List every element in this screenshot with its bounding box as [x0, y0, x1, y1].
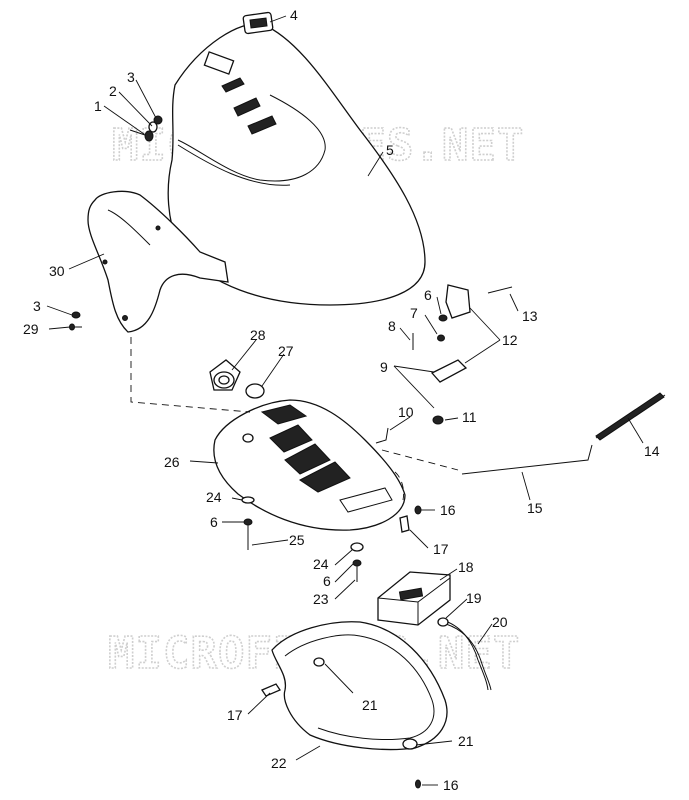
- callout-25: 25: [289, 532, 305, 548]
- box-part-18: [377, 571, 451, 626]
- callout-12: 12: [502, 332, 518, 348]
- rear-cover-part: [87, 190, 229, 333]
- callout-22: 22: [271, 755, 287, 771]
- callout-23: 23: [313, 591, 329, 607]
- assembly-line-1: [130, 337, 251, 413]
- rod-part-15: [461, 444, 593, 475]
- callout-29: 29: [23, 321, 39, 337]
- callout-21a: 21: [362, 697, 378, 713]
- bracket-part-9: [430, 359, 468, 383]
- callout-7: 7: [410, 305, 418, 321]
- fastener-part-16a: [414, 505, 422, 515]
- callout-16b: 16: [443, 777, 459, 793]
- nut-part-11: [432, 415, 444, 425]
- callout-17a: 17: [433, 541, 449, 557]
- clip-part-17b: [261, 683, 281, 697]
- callout-6a: 6: [424, 287, 432, 303]
- callout-9: 9: [380, 359, 388, 375]
- callout-labels: 1 2 3 4 5 30 3 29 28 27 26 6 7 8 9 10 11…: [23, 7, 660, 793]
- washer-part-24a: [241, 496, 255, 504]
- callout-6b: 6: [210, 514, 218, 530]
- callout-19: 19: [466, 590, 482, 606]
- hose-part-20: [437, 617, 492, 691]
- callout-24a: 24: [206, 489, 222, 505]
- washer-part-6a: [438, 314, 448, 322]
- callout-3: 3: [127, 69, 135, 85]
- callout-21b: 21: [458, 733, 474, 749]
- callout-20: 20: [492, 614, 508, 630]
- bracket-part-10: [375, 427, 389, 444]
- screw-part-13: [487, 286, 513, 294]
- callout-16a: 16: [440, 502, 456, 518]
- seat-part: [167, 22, 426, 306]
- ring-part: [245, 383, 265, 399]
- washer-part-3: [71, 311, 81, 319]
- leader-lines: [46, 15, 644, 786]
- fastener-part-16b: [415, 779, 421, 789]
- callout-4: 4: [290, 7, 298, 23]
- assembly-line-2: [381, 449, 459, 471]
- latch-clip-part: [242, 11, 274, 35]
- assembly-line-3: [394, 471, 405, 501]
- washer-part-6b: [243, 518, 253, 526]
- callout-8: 8: [388, 318, 396, 334]
- callout-14: 14: [644, 443, 660, 459]
- callout-18: 18: [458, 559, 474, 575]
- callout-2: 2: [109, 83, 117, 99]
- grommet-part: [209, 359, 241, 391]
- callout-15: 15: [527, 500, 543, 516]
- callout-1: 1: [94, 98, 102, 114]
- callout-26: 26: [164, 454, 180, 470]
- washer-part-24b: [350, 542, 364, 552]
- callout-28: 28: [250, 327, 266, 343]
- clip-part-17a: [399, 515, 410, 533]
- callout-6c: 6: [323, 573, 331, 589]
- callout-3b: 3: [33, 298, 41, 314]
- bracket-part-12: [445, 284, 471, 319]
- nut-part-7: [437, 334, 445, 342]
- seat-grip-strips: [221, 77, 277, 135]
- callout-30: 30: [49, 263, 65, 279]
- washer-part-6c: [352, 559, 362, 567]
- callout-13: 13: [522, 308, 538, 324]
- callout-5: 5: [386, 142, 394, 158]
- callout-24b: 24: [313, 556, 329, 572]
- callout-10: 10: [398, 404, 414, 420]
- callout-17b: 17: [227, 707, 243, 723]
- storage-tray-part: [213, 399, 406, 531]
- lower-tub-part: [271, 621, 448, 751]
- callout-11: 11: [462, 409, 477, 425]
- callout-27: 27: [278, 343, 294, 359]
